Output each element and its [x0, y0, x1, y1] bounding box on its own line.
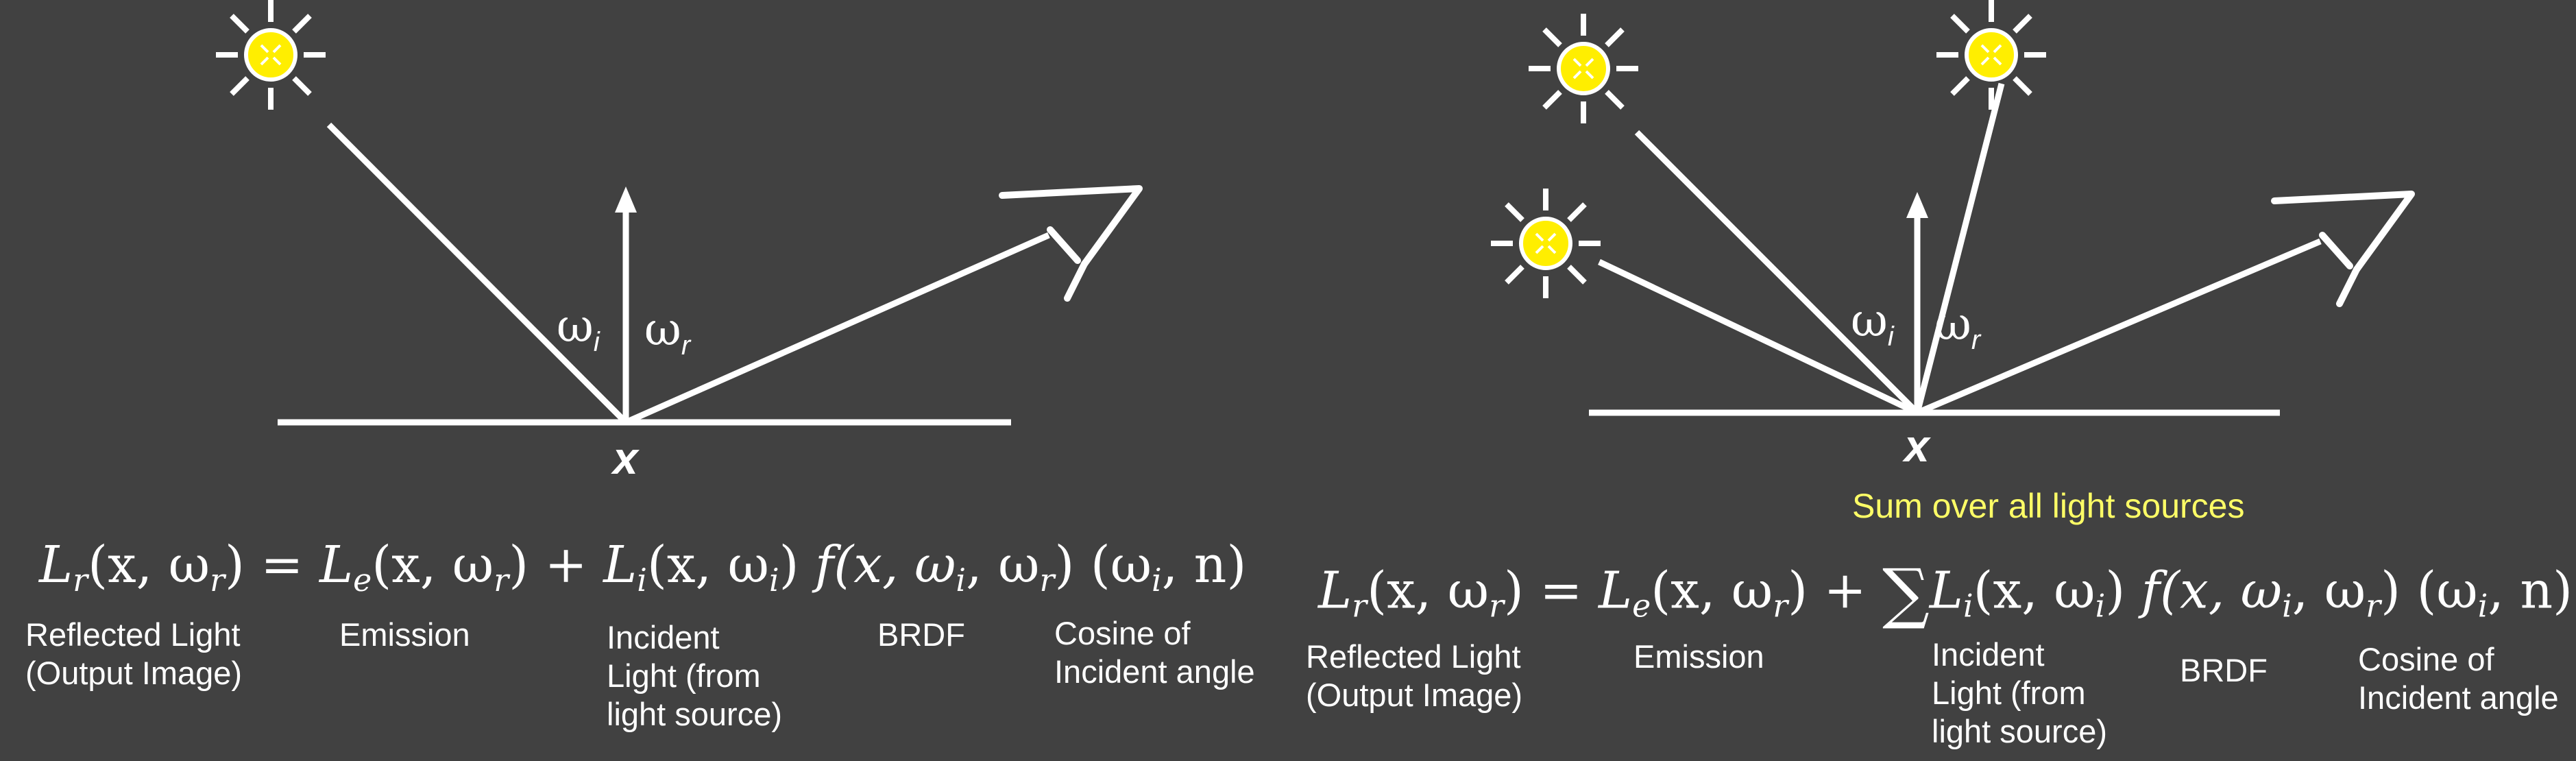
normal-arrowhead	[1906, 192, 1928, 218]
point-x-label: x	[1904, 420, 1930, 471]
omega-i-symbol: ωi	[1851, 294, 1894, 352]
reflected-ray	[1916, 238, 2322, 416]
left-panel-diagram	[216, 0, 1139, 426]
label-reflected-light: Reflected Light (Output Image)	[1306, 638, 1523, 713]
rendering-equation-right: Lr(x, ωr) = Le(x, ωr) + ∑Li(x, ωi) f(x, …	[1318, 555, 2573, 631]
incident-ray-3	[1914, 82, 2005, 414]
right-panel-diagram	[1491, 0, 2411, 416]
label-cosine: Cosine of Incident angle	[2358, 641, 2559, 716]
summation-sign: ∑	[1882, 555, 1930, 631]
incident-ray	[326, 122, 629, 425]
incident-ray-2	[1634, 130, 1920, 415]
label-brdf: BRDF	[877, 616, 965, 653]
omega-r-symbol: ωr	[1934, 298, 1981, 355]
light-source-icon	[1491, 189, 1601, 298]
rendering-equation-left: Lr(x, ωr) = Le(x, ωr) + Li(x, ωi) f(x, ω…	[39, 535, 1247, 599]
reflected-ray	[624, 232, 1050, 426]
label-incident-light: Incident Light (from light source)	[607, 619, 782, 732]
omega-r-symbol: ωr	[644, 303, 691, 361]
label-emission: Emission	[1633, 638, 1764, 675]
light-source-icon	[1936, 0, 2046, 110]
light-source-icon	[1529, 14, 1638, 123]
label-emission: Emission	[339, 616, 470, 653]
label-brdf: BRDF	[2180, 652, 2268, 688]
incident-ray-1	[1598, 258, 1919, 416]
point-x-label: x	[613, 433, 638, 483]
normal-arrowhead	[615, 186, 637, 213]
omega-i-symbol: ωi	[557, 300, 600, 357]
label-reflected-light: Reflected Light (Output Image)	[25, 616, 243, 691]
sum-over-lights-note: Sum over all light sources	[1852, 487, 2245, 525]
label-incident-light: Incident Light (from light source)	[1932, 636, 2107, 749]
label-cosine: Cosine of Incident angle	[1054, 615, 1255, 690]
light-source-icon	[216, 0, 326, 110]
